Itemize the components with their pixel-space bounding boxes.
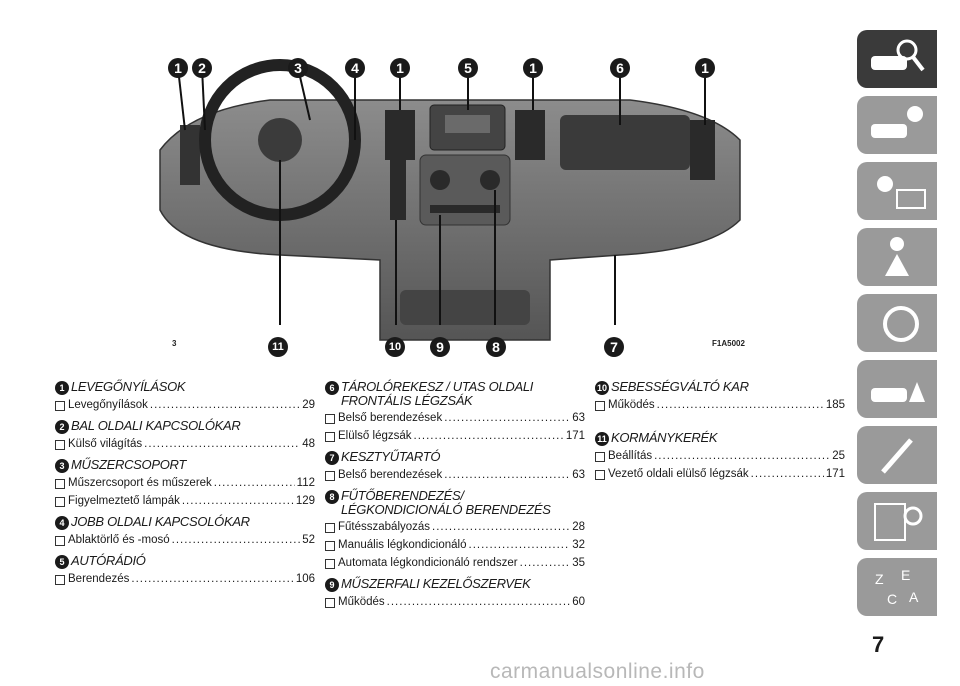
index-entry[interactable]: Működés185 xyxy=(595,398,845,413)
section-title: BAL OLDALI KAPCSOLÓKAR xyxy=(71,418,241,433)
index-entry[interactable]: Működés60 xyxy=(325,595,585,610)
figure-code: F1A5002 xyxy=(712,339,745,348)
index-entry[interactable]: Manuális légkondicionáló32 xyxy=(325,538,585,553)
callout-5: 5 xyxy=(458,58,478,78)
steering-wheel-icon xyxy=(883,306,919,342)
section-title: SEBESSÉGVÁLTÓ KAR xyxy=(611,379,749,394)
index-entry[interactable]: Elülső légzsák171 xyxy=(325,429,585,444)
airbag-person-icon xyxy=(885,237,909,276)
figure-small-label: 3 xyxy=(172,339,177,348)
index-entry[interactable]: Levegőnyílások29 xyxy=(55,398,315,413)
index-entry[interactable]: Belső berendezések63 xyxy=(325,468,585,483)
section-number: 4 xyxy=(55,516,69,530)
callout-10: 10 xyxy=(385,337,405,357)
dashboard-drawing xyxy=(159,59,741,341)
page-number: 7 xyxy=(872,632,885,657)
section-number: 9 xyxy=(325,578,339,592)
section-number: 2 xyxy=(55,420,69,434)
svg-text:Z: Z xyxy=(875,571,884,587)
tab-maintenance[interactable] xyxy=(857,426,937,484)
car-search-icon xyxy=(871,39,925,72)
tab-specifications[interactable] xyxy=(857,492,937,550)
section-title: AUTÓRÁDIÓ xyxy=(71,553,146,568)
section-title: TÁROLÓREKESZ / UTAS OLDALI FRONTÁLIS LÉG… xyxy=(341,379,534,408)
index-entry[interactable]: Fűtésszabályozás28 xyxy=(325,520,585,535)
index-entry[interactable]: Külső világítás48 xyxy=(55,437,315,452)
watermark: carmanualsonline.info xyxy=(490,660,705,683)
section-number: 3 xyxy=(55,459,69,473)
callout-1b: 1 xyxy=(390,58,410,78)
section-number: 8 xyxy=(325,490,339,504)
car-info-icon xyxy=(871,106,923,138)
section-title: LEVEGŐNYÍLÁSOK xyxy=(71,379,186,394)
section-number: 5 xyxy=(55,555,69,569)
section-title: KESZTYŰTARTÓ xyxy=(341,449,441,464)
svg-text:C: C xyxy=(887,591,897,607)
callout-1d: 1 xyxy=(695,58,715,78)
callout-3: 3 xyxy=(288,58,308,78)
callout-8: 8 xyxy=(486,337,506,357)
callout-2: 2 xyxy=(192,58,212,78)
callout-6: 6 xyxy=(610,58,630,78)
callout-4: 4 xyxy=(345,58,365,78)
callout-11: 11 xyxy=(268,337,288,357)
wrench-icon xyxy=(881,438,913,474)
index-entry[interactable]: Belső berendezések63 xyxy=(325,411,585,426)
section-title: KORMÁNYKERÉK xyxy=(611,430,718,445)
specifications-gears-icon xyxy=(874,503,923,541)
section-title: JOBB OLDALI KAPCSOLÓKAR xyxy=(71,514,250,529)
callout-1c: 1 xyxy=(523,58,543,78)
dashboard-illustration xyxy=(150,40,750,360)
index-entry[interactable]: Figyelmeztető lámpák129 xyxy=(55,494,315,509)
tab-airbag[interactable] xyxy=(857,228,937,286)
warning-lights-icon xyxy=(877,176,926,209)
tab-steering[interactable] xyxy=(857,294,937,352)
tab-accident[interactable] xyxy=(857,360,937,418)
callout-9: 9 xyxy=(430,337,450,357)
index-entry[interactable]: Beállítás25 xyxy=(595,449,845,464)
index-entry[interactable]: Automata légkondicionáló rendszer35 xyxy=(325,556,585,571)
section-number: 11 xyxy=(595,432,609,446)
car-accident-icon xyxy=(871,382,925,402)
section-title: FŰTŐBERENDEZÉS/ LÉGKONDICIONÁLÓ BERENDEZ… xyxy=(341,488,551,517)
svg-text:E: E xyxy=(901,567,910,583)
index-entry[interactable]: Vezető oldali elülső légzsák171 xyxy=(595,467,845,482)
section-title: MŰSZERCSOPORT xyxy=(71,457,187,472)
index-entry[interactable]: Ablaktörlő és -mosó52 xyxy=(55,533,315,548)
tab-car-info[interactable] xyxy=(857,96,937,154)
callout-1a: 1 xyxy=(168,58,188,78)
section-number: 1 xyxy=(55,381,69,395)
tab-car-search[interactable] xyxy=(857,30,937,88)
tab-warning-lights[interactable] xyxy=(857,162,937,220)
section-title: MŰSZERFALI KEZELŐSZERVEK xyxy=(341,576,531,591)
section-number: 10 xyxy=(595,381,609,395)
section-number: 6 xyxy=(325,381,339,395)
callout-7: 7 xyxy=(604,337,624,357)
index-entry[interactable]: Műszercsoport és műszerek112 xyxy=(55,476,315,491)
section-number: 7 xyxy=(325,451,339,465)
index-entry[interactable]: Berendezés106 xyxy=(55,572,315,587)
svg-text:A: A xyxy=(909,589,919,605)
